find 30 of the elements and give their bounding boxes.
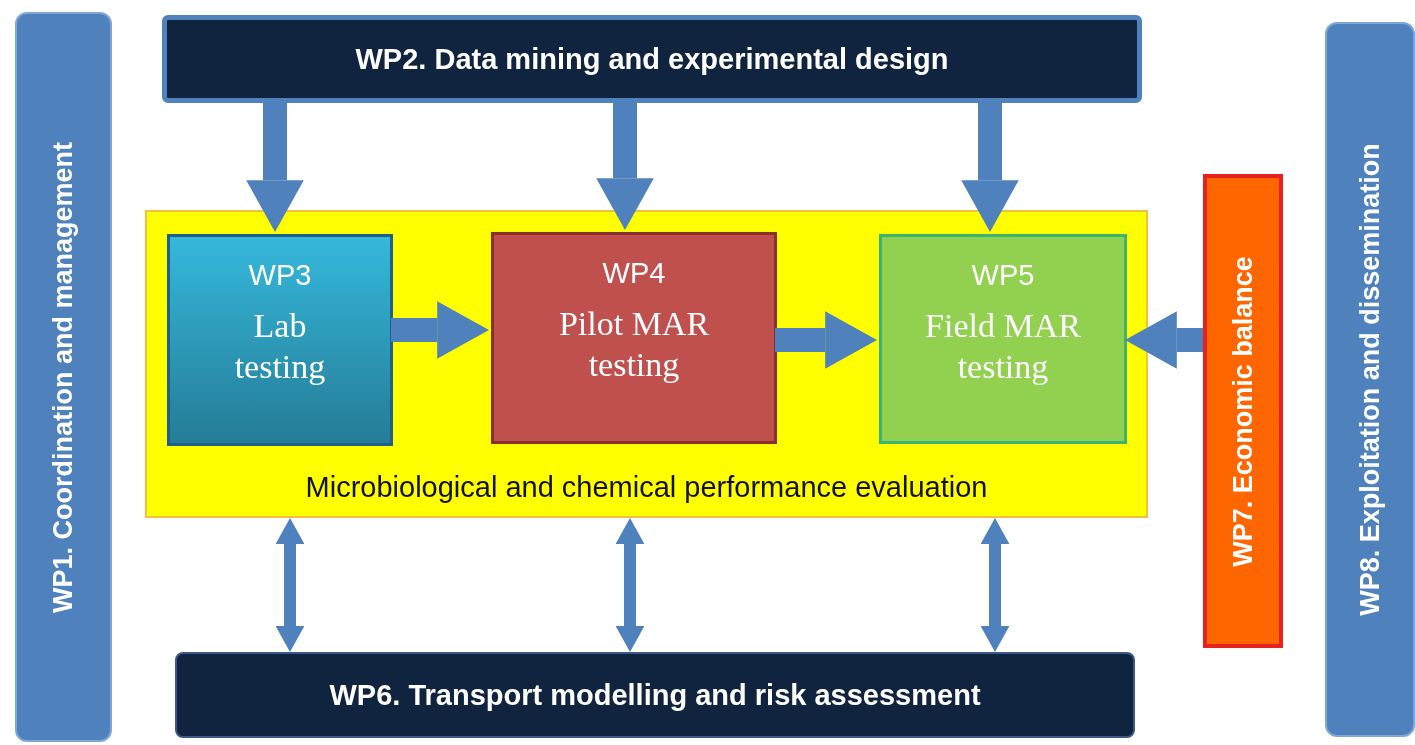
box-text: Lab testing (233, 306, 327, 387)
box-label: WP5 (971, 259, 1035, 292)
box-label: WP4 (602, 257, 666, 290)
process-box (167, 234, 393, 446)
block-arrow (775, 311, 877, 369)
block-arrow (961, 103, 1019, 232)
bar-label: WP2. Data mining and experimental design (355, 42, 949, 76)
title-bar (162, 15, 1142, 103)
box-label: WP3 (248, 259, 312, 292)
vertical-box (1203, 174, 1283, 648)
band-label: WP1. Coordination and management (48, 141, 79, 613)
vertical-band (15, 12, 112, 742)
title-bar (175, 652, 1135, 738)
block-arrow (391, 301, 489, 359)
band-label: WP7. Economic balance (1227, 255, 1259, 567)
panel-label: Microbiological and chemical performance evaluation (304, 471, 989, 504)
block-arrow (596, 103, 654, 230)
double-arrow (275, 518, 305, 652)
box-text: Pilot MAR testing (557, 304, 711, 385)
group-panel (145, 210, 1148, 518)
band-label: WP8. Exploitation and dissemination (1354, 143, 1386, 616)
double-arrow (615, 518, 645, 652)
process-box (879, 234, 1127, 444)
process-box (491, 232, 777, 444)
double-arrow (980, 518, 1010, 652)
box-text: Field MAR testing (924, 306, 1082, 387)
bar-label: WP6. Transport modelling and risk assessment (329, 678, 981, 712)
block-arrow (1125, 311, 1203, 369)
block-arrow (246, 103, 304, 232)
vertical-band (1325, 22, 1415, 737)
